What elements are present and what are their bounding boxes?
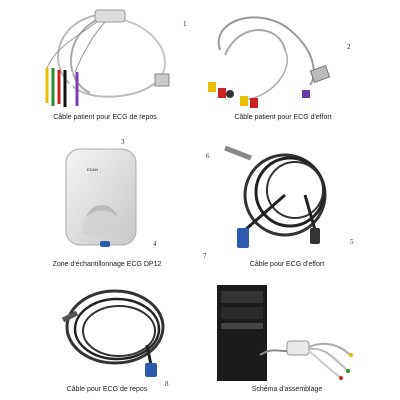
photo-stress-ecg-cable <box>215 140 355 255</box>
caption-dp12-unit: Zone d'échantillonnage ECG DP12 <box>52 261 162 268</box>
callout-1: 1 <box>183 20 187 28</box>
callout-4: 4 <box>153 240 157 248</box>
photo-resting-ecg-cable <box>55 285 170 380</box>
callout-7: 7 <box>203 252 207 260</box>
caption-resting-ecg-cable: Câble pour ECG de repos <box>66 386 148 393</box>
device-logo: EDAN <box>87 167 99 172</box>
callout-6: 6 <box>206 152 210 160</box>
caption-stress-patient-cable: Câble patient pour ECG d'effort <box>234 114 332 121</box>
caption-stress-ecg-cable: Câble pour ECG d'effort <box>249 261 325 268</box>
caption-assembly: Schéma d'assemblage <box>251 386 323 393</box>
photo-assembly <box>215 285 355 385</box>
photo-stress-patient-cable <box>200 10 360 115</box>
caption-resting-patient-cable: Câble patient pour ECG de repos <box>53 114 157 121</box>
callout-2: 2 <box>347 43 351 51</box>
callout-5: 5 <box>350 238 354 246</box>
callout-3: 3 <box>121 138 125 146</box>
callout-8: 8 <box>165 380 169 388</box>
photo-dp12-unit <box>62 145 142 250</box>
photo-resting-patient-cable <box>35 8 185 118</box>
